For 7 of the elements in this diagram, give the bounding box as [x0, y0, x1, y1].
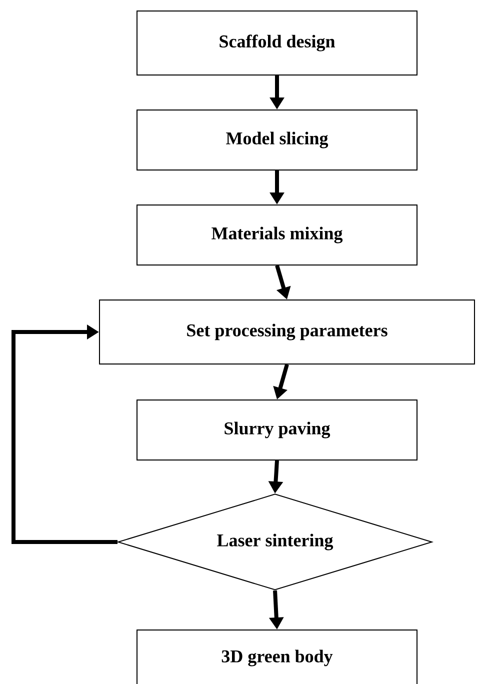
process-box: Model slicing: [136, 110, 418, 170]
process-box: Slurry paving: [136, 400, 418, 460]
process-box: Materials mixing: [136, 204, 418, 266]
process-box: 3D green body: [136, 630, 418, 684]
process-box: Set processing parameters: [99, 300, 475, 364]
arrow: [12, 324, 118, 544]
process-box: Scaffold design: [136, 10, 418, 76]
